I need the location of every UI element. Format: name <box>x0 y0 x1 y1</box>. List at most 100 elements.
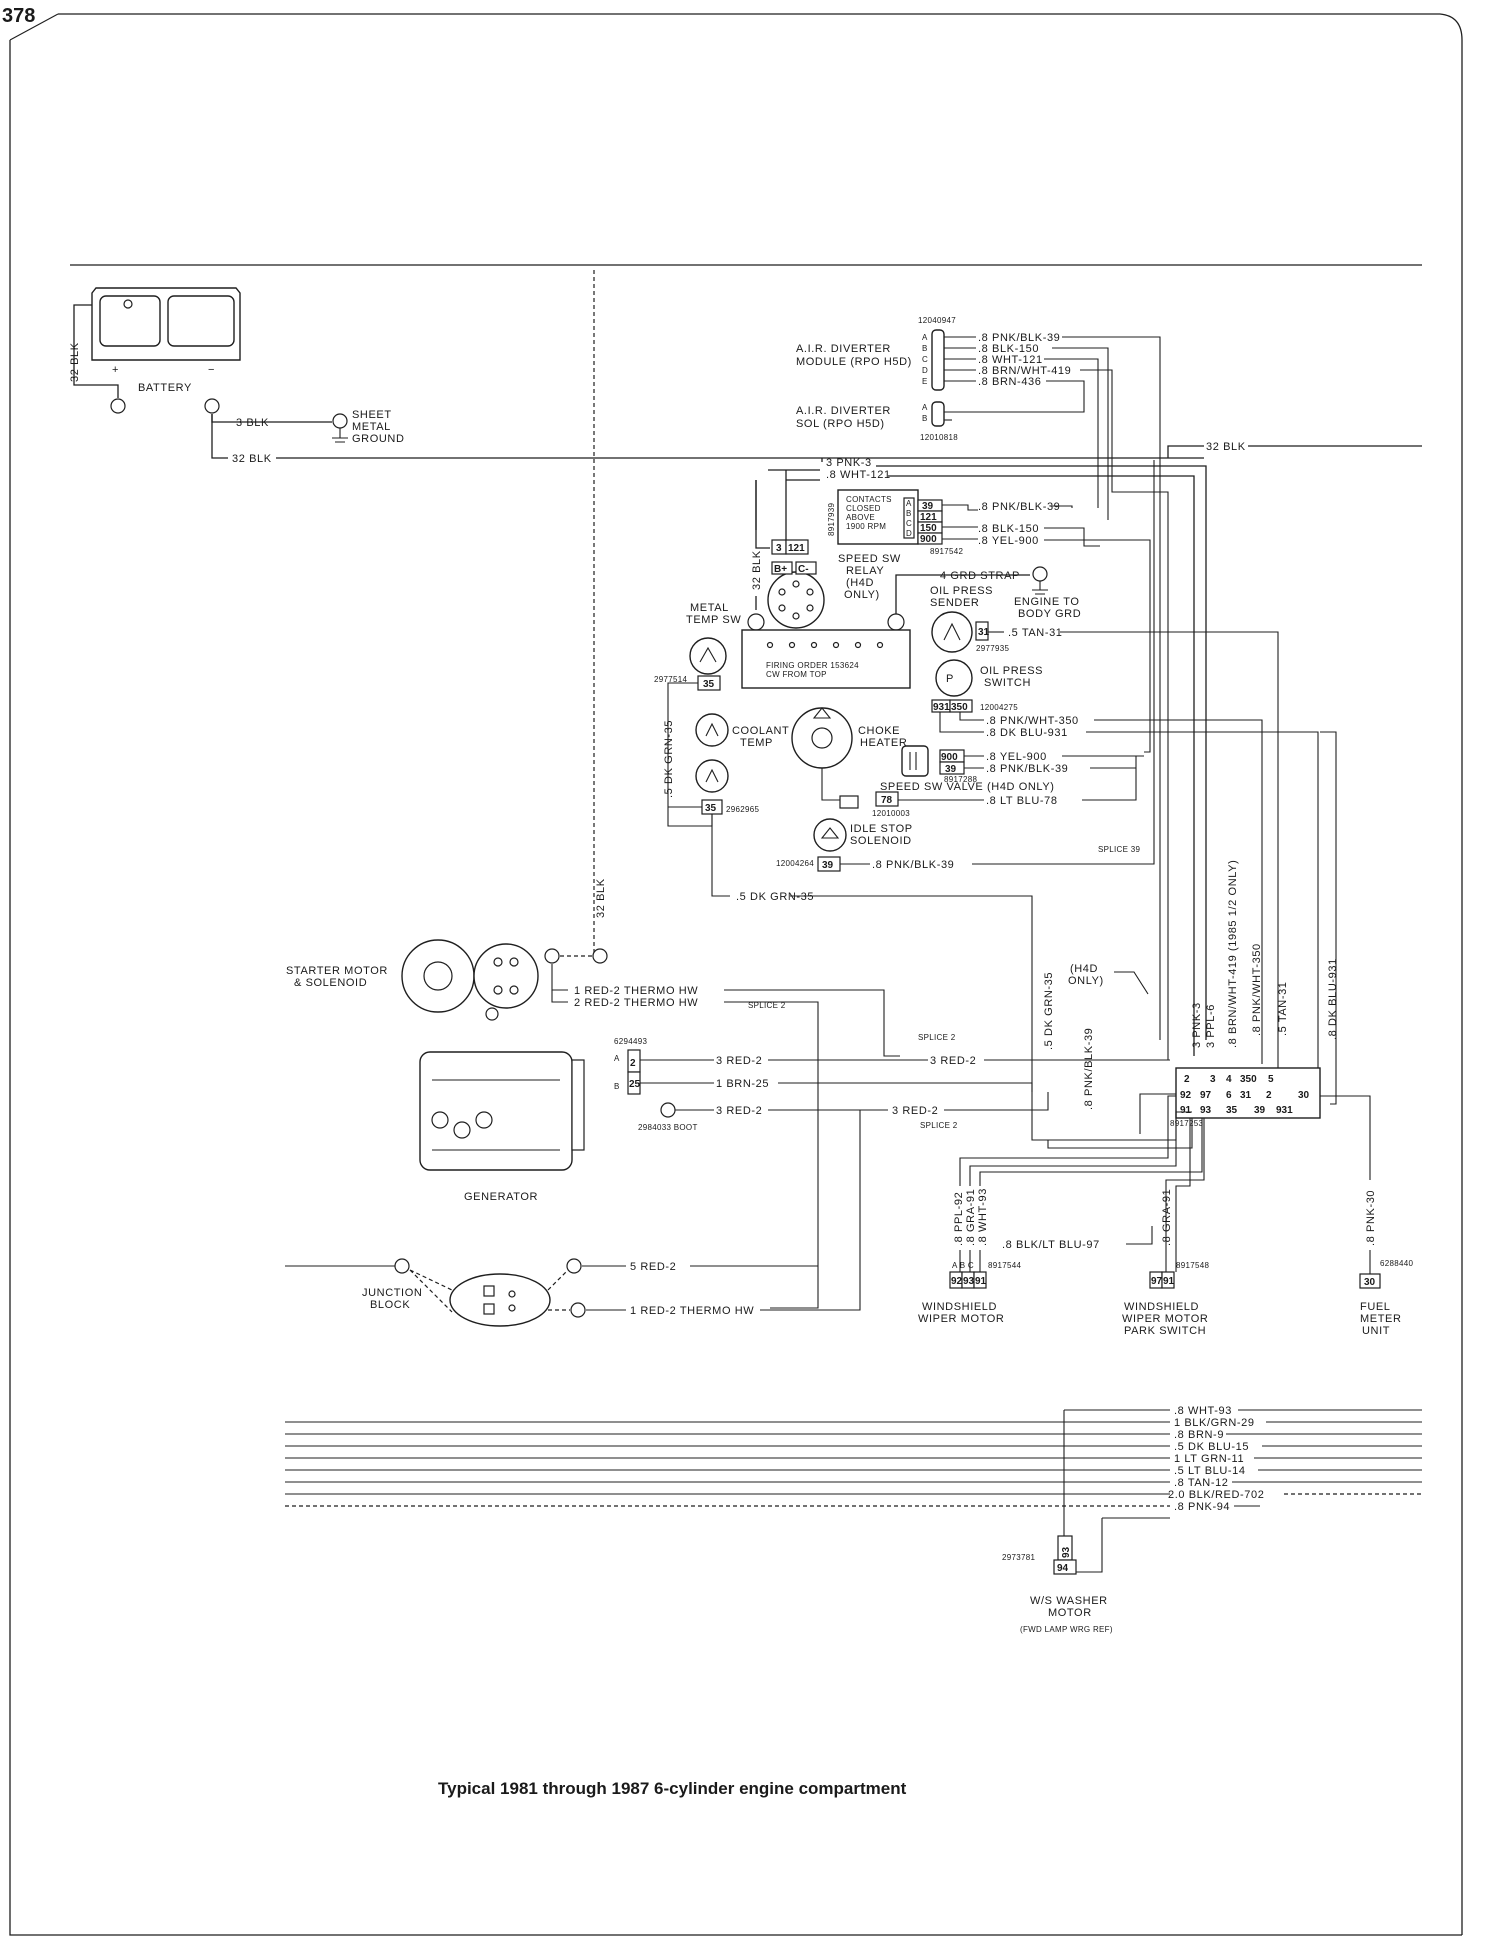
air-diverter-module: 12040947 A.I.R. DIVERTER MODULE (RPO H5D… <box>796 316 956 391</box>
bulk-pin-931: 931 <box>1276 1105 1293 1116</box>
pn-coolant: 2962965 <box>726 805 759 814</box>
dist-pin-bplus: B+ <box>774 564 787 575</box>
page-border <box>9 13 1463 1936</box>
oil-press-switch-icon <box>935 659 973 697</box>
pn-relay: 8917939 <box>827 503 836 536</box>
bulk-pin-30: 30 <box>1298 1090 1310 1101</box>
wire-v-pnkwht: .8 PNK/WHT-350 <box>1251 943 1263 1036</box>
splice-39-label: SPLICE 39 <box>1098 845 1141 854</box>
relay-pin-d: D <box>906 529 912 538</box>
pn-idle-stop: 12004264 <box>776 859 814 868</box>
bulk-pin-3: 3 <box>1210 1074 1216 1085</box>
wire-choke-ltblu: .8 LT BLU-78 <box>986 795 1058 807</box>
bus-wire-1: .8 WHT-93 <box>1174 1405 1232 1417</box>
engine-ground-icon <box>1032 566 1048 582</box>
wire-park-gra: .8 GRA-91 <box>1161 1189 1173 1246</box>
wire-32-blk-starter: 32 BLK <box>595 878 607 918</box>
air-sol-label-1: A.I.R. DIVERTER <box>796 405 891 417</box>
pn-choke: 12010003 <box>872 809 910 818</box>
battery-label: BATTERY <box>138 382 192 394</box>
gen-pin-a: A <box>614 1054 620 1063</box>
wire-relay-blk150: .8 BLK-150 <box>978 523 1039 535</box>
wire-fuel-pnk30: .8 PNK-30 <box>1365 1190 1377 1246</box>
wire-32-blk-relay: 32 BLK <box>751 550 763 590</box>
pn-bulkhead: 8917253 <box>1170 1119 1203 1128</box>
wire-starter-2red2: 2 RED-2 THERMO HW <box>574 997 698 1009</box>
relay-label-3: (H4D <box>846 577 874 589</box>
wire-air-5: .8 BRN-436 <box>978 376 1041 388</box>
bus-wire-7: .8 TAN-12 <box>1174 1477 1229 1489</box>
wire-relay-pnkblk39: .8 PNK/BLK-39 <box>978 501 1060 513</box>
metal-temp-sw-icon <box>689 637 727 675</box>
valve-pin-39: 39 <box>945 764 957 775</box>
wire-v-pnk3: 3 PNK-3 <box>1191 1002 1203 1048</box>
wire-valve-pnkblk: .8 PNK/BLK-39 <box>986 763 1068 775</box>
junction-fuse-icon <box>570 1302 586 1318</box>
svg-text:P: P <box>946 673 954 685</box>
bus-wire-4: .5 DK BLU-15 <box>1174 1441 1249 1453</box>
oil-switch-pin-931: 931 <box>933 702 950 713</box>
ground-stud-left-icon <box>747 613 765 631</box>
park-label-1: WINDSHIELD <box>1124 1301 1199 1313</box>
wire-wiper-gra: .8 GRA-91 <box>965 1189 977 1246</box>
relay-pin-39: 39 <box>922 501 934 512</box>
relay-pin-a: A <box>906 499 912 508</box>
relay-note-3: ABOVE <box>846 513 875 522</box>
bulk-pin-31: 31 <box>1240 1090 1252 1101</box>
lower-harness-bus <box>285 1409 1170 1573</box>
wire-v-dkgrn: .5 DK GRN-35 <box>1043 972 1055 1050</box>
air-sol-pin-a: A <box>922 403 928 412</box>
air-pin-e: E <box>922 377 928 386</box>
park-label-2: WIPER MOTOR <box>1122 1313 1208 1325</box>
pn-oil-switch: 12004275 <box>980 703 1018 712</box>
washer-label-2: MOTOR <box>1048 1607 1092 1619</box>
pn-gen-term: 2984033 BOOT <box>638 1123 698 1132</box>
wiper-label-2: WIPER MOTOR <box>918 1313 1004 1325</box>
fuel-label-2: METER <box>1360 1313 1402 1325</box>
wire-v-tan31: .5 TAN-31 <box>1277 981 1289 1036</box>
pn-air-sol: 12010818 <box>920 433 958 442</box>
washer-ref: (FWD LAMP WRG REF) <box>1020 1625 1113 1634</box>
relay-label-2: RELAY <box>846 565 884 577</box>
coolant-label-2: TEMP <box>740 737 773 749</box>
choke-pin: 78 <box>881 795 893 806</box>
ground-label-3: GROUND <box>352 433 405 445</box>
metal-temp-label-2: TEMP SW <box>686 614 741 626</box>
washer-pin-93: 93 <box>1061 1546 1072 1558</box>
oil-press-sender-icon <box>931 611 973 653</box>
air-module-label-2: MODULE (RPO H5D) <box>796 356 912 368</box>
wire-grd-strap: 4 GRD STRAP <box>940 570 1020 582</box>
coolant-temp-switch-icon <box>695 759 729 793</box>
coolant-label-1: COOLANT <box>732 725 789 737</box>
gen-batt-terminal-icon <box>660 1102 676 1118</box>
relay-note-1: CONTACTS <box>846 495 892 504</box>
relay-pin-121b: 121 <box>788 543 805 554</box>
wire-oil-tan31: .5 TAN-31 <box>1008 627 1063 639</box>
starter-terminal-icon <box>544 948 560 964</box>
wire-jb-red2: 5 RED-2 <box>630 1261 676 1273</box>
air-pin-a: A <box>922 333 928 342</box>
bulk-pin-350: 350 <box>1240 1074 1257 1085</box>
wire-oil-pnkwht: .8 PNK/WHT-350 <box>986 715 1079 727</box>
wire-wiper-blkltblu: .8 BLK/LT BLU-97 <box>1002 1239 1100 1251</box>
wiper-label-1: WINDSHIELD <box>922 1301 997 1313</box>
wire-32-blk-main: 32 BLK <box>232 453 272 465</box>
relay-label-4: ONLY) <box>844 589 880 601</box>
oil-switch-label-2: SWITCH <box>984 677 1031 689</box>
wire-valve-yel: .8 YEL-900 <box>986 751 1047 763</box>
pn-metal-temp: 2977514 <box>654 675 687 684</box>
firing-order-2: CW FROM TOP <box>766 670 827 679</box>
wire-32-blk-right: 32 BLK <box>1206 441 1246 453</box>
wiper-pin-92: 92 <box>951 1276 963 1287</box>
generator <box>419 1051 585 1171</box>
washer-label-1: W/S WASHER <box>1030 1595 1108 1607</box>
gen-pin-25: 25 <box>629 1079 641 1090</box>
battery-pos-sign: + <box>112 364 119 376</box>
air-sol-pin-b: B <box>922 414 928 423</box>
park-pin-97: 97 <box>1151 1276 1163 1287</box>
idle-stop-label-2: SOLENOID <box>850 835 912 847</box>
junction-left-stud-icon <box>394 1258 410 1274</box>
oil-sender-label-1: OIL PRESS <box>930 585 993 597</box>
pn-wiper-conn: 8917544 <box>988 1261 1021 1270</box>
